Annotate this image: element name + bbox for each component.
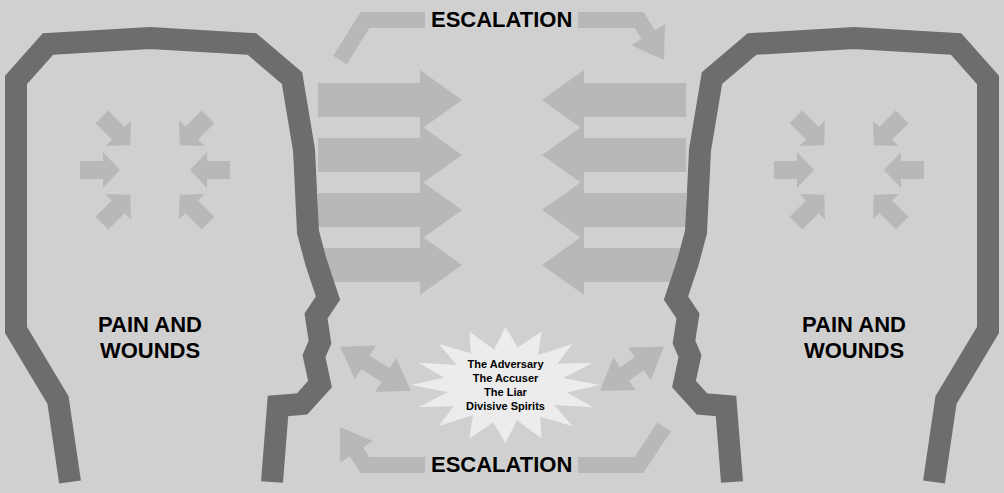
starburst-node: The AdversaryThe AccuserThe LiarDivisive… bbox=[411, 327, 600, 443]
head-silhouette bbox=[16, 38, 328, 482]
push-arrow bbox=[318, 125, 462, 185]
head-label: PAIN AND WOUNDS bbox=[784, 312, 924, 364]
accusation-arrow bbox=[617, 358, 648, 379]
inward-arrow bbox=[774, 152, 814, 188]
inward-arrow bbox=[783, 182, 837, 236]
spirit-name: The Accuser bbox=[473, 371, 539, 385]
inward-arrow bbox=[89, 104, 143, 158]
head-outline bbox=[0, 36, 340, 493]
inward-arrow bbox=[884, 152, 924, 188]
inward-arrow bbox=[861, 104, 915, 158]
clash-arrows bbox=[318, 70, 686, 295]
push-arrow bbox=[542, 180, 686, 240]
escalation-label: ESCALATION bbox=[425, 452, 578, 478]
push-arrow bbox=[542, 125, 686, 185]
push-arrow bbox=[542, 70, 686, 130]
spirit-name: The Adversary bbox=[467, 357, 543, 371]
head-node: PAIN AND WOUNDS bbox=[664, 36, 1004, 493]
spirit-name: The Liar bbox=[484, 385, 527, 399]
inward-arrow bbox=[190, 152, 230, 188]
inward-arrow bbox=[89, 182, 143, 236]
head-outline bbox=[664, 36, 1004, 493]
inward-arrow bbox=[167, 182, 221, 236]
head-node: PAIN AND WOUNDS bbox=[0, 36, 340, 493]
starburst-shape bbox=[411, 327, 600, 443]
push-arrow bbox=[318, 70, 462, 130]
head-label: PAIN AND WOUNDS bbox=[80, 312, 220, 364]
inward-arrow bbox=[80, 152, 120, 188]
escalation-label: ESCALATION bbox=[425, 7, 578, 33]
starburst bbox=[411, 327, 600, 443]
spirit-name: Divisive Spirits bbox=[466, 399, 545, 413]
inward-arrow bbox=[783, 104, 837, 158]
head-silhouette bbox=[676, 38, 988, 482]
inward-arrow bbox=[861, 182, 915, 236]
inward-arrow bbox=[167, 104, 221, 158]
inner-pressure-arrows bbox=[80, 104, 924, 236]
push-arrow bbox=[542, 235, 686, 295]
push-arrow bbox=[318, 180, 462, 240]
accusation-arrow bbox=[357, 357, 394, 380]
push-arrow bbox=[318, 235, 462, 295]
